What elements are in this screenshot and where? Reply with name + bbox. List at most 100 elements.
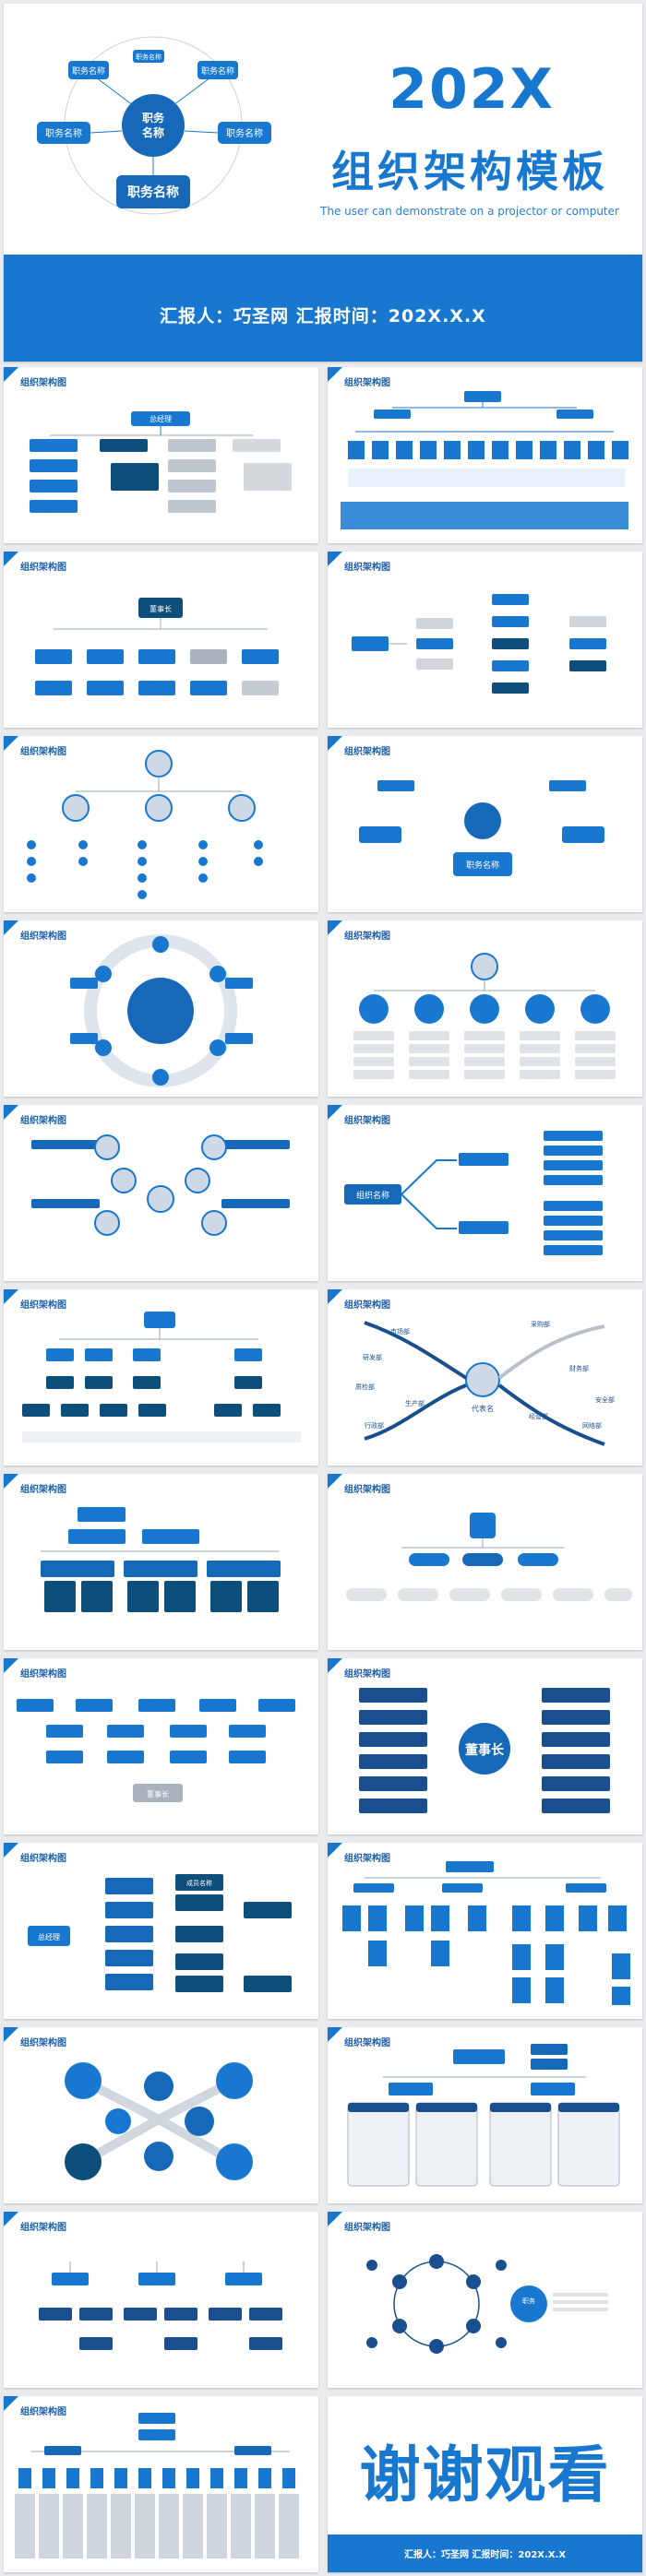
slide-12-diagram: 代表名 市场部 研发部 质检部 行政部 生产部 安全部 采购部 财务部 经营部 …: [355, 1320, 615, 1446]
corner-mark: [4, 920, 18, 935]
slide-18[interactable]: 组织架构图: [328, 1843, 642, 2019]
slide-08-diagram: [353, 953, 616, 1079]
corner-mark: [328, 1658, 342, 1673]
slide-17-diagram: 总经理 成员名称: [28, 1874, 292, 1992]
slide-title: 组织架构图: [344, 1485, 390, 1495]
slide-01[interactable]: 组织架构图 总经理: [4, 367, 318, 543]
node-job-name: 职务名称: [466, 860, 499, 871]
corner-mark: [328, 1843, 342, 1858]
slide-08[interactable]: 组织架构图: [328, 920, 642, 1097]
slide-04[interactable]: 组织架构图: [328, 552, 642, 728]
cover-reporter-line: 汇报人：巧圣网 汇报时间：202X.X.X: [160, 306, 486, 326]
slide-18-diagram: [342, 1861, 630, 2005]
slide-22-diagram: 职务: [366, 2254, 608, 2354]
cover-center-label-1: 职务: [142, 111, 165, 125]
slide-21-diagram: [39, 2261, 282, 2350]
corner-mark: [4, 1289, 18, 1304]
slide-06[interactable]: 组织架构图 职务名称: [328, 736, 642, 912]
slide-10-diagram: 组织名称: [344, 1131, 603, 1255]
slide-23-diagram: [15, 2413, 299, 2558]
branch-3: 质检部: [355, 1383, 375, 1391]
slide-06-diagram: 职务名称: [359, 780, 604, 876]
slide-title: 组织架构图: [20, 2038, 66, 2048]
cover-band: 汇报人：巧圣网 汇报时间：202X.X.X: [4, 255, 642, 362]
slide-15-diagram: 董事长: [17, 1699, 295, 1802]
branch-4: 行政部: [365, 1421, 384, 1430]
slide-14[interactable]: 组织架构图: [328, 1474, 642, 1650]
center-chairman: 董事长: [465, 1742, 505, 1758]
slide-title: 组织架构图: [344, 1300, 390, 1311]
node-chairman-bottom: 董事长: [147, 1789, 169, 1798]
corner-mark: [328, 1105, 342, 1120]
corner-mark: [4, 367, 18, 382]
slide-13[interactable]: 组织架构图: [4, 1474, 318, 1650]
slide-22[interactable]: 组织架构图 职务: [328, 2212, 642, 2388]
slide-title: 组织架构图: [20, 1669, 66, 1680]
slide-13-diagram: [41, 1507, 281, 1612]
slide-21[interactable]: 组织架构图: [4, 2212, 318, 2388]
slide-04-diagram: [352, 594, 606, 694]
branch-7: 采购部: [531, 1320, 550, 1328]
slide-15[interactable]: 组织架构图 董事长: [4, 1658, 318, 1834]
cover-title: 202X: [389, 57, 555, 122]
thanks-footer-bar: 汇报人：巧圣网 汇报时间：202X.X.X: [328, 2534, 642, 2572]
cover-slide[interactable]: 职务 名称 职务名称 职务名称 职务名称 职务名称 职务名称 职务名称 202X…: [4, 4, 642, 362]
slide-title: 组织架构图: [344, 932, 390, 942]
corner-mark: [4, 1474, 18, 1489]
cover-node-1: 职务名称: [72, 65, 105, 77]
slide-12[interactable]: 组织架构图 代表名 市场部 研发部 质检部 行政部 生产部 安全部 采购部 财务…: [328, 1289, 642, 1466]
slide-09[interactable]: 组织架构图: [4, 1105, 318, 1281]
node-representative: 代表名: [472, 1404, 494, 1413]
corner-mark: [4, 1658, 18, 1673]
slide-title: 组织架构图: [20, 378, 66, 388]
slide-11[interactable]: 组织架构图: [4, 1289, 318, 1466]
slide-title: 组织架构图: [20, 747, 66, 757]
slide-20[interactable]: 组织架构图: [328, 2027, 642, 2203]
slide-title: 组织架构图: [344, 563, 390, 573]
corner-mark: [4, 552, 18, 566]
slide-03[interactable]: 组织架构图 董事长: [4, 552, 318, 728]
cover-center-label-2: 名称: [142, 125, 164, 139]
cover-center-node: [122, 94, 185, 157]
slide-19-diagram: [65, 2062, 253, 2180]
corner-mark: [328, 2027, 342, 2042]
corner-mark: [328, 1474, 342, 1489]
slide-02[interactable]: 组织架构图: [328, 367, 642, 543]
slide-16[interactable]: 组织架构图 董事长: [328, 1658, 642, 1834]
cover-node-5: 职务名称: [226, 127, 263, 139]
corner-mark: [328, 920, 342, 935]
slide-16-diagram: 董事长: [359, 1688, 610, 1813]
slide-title: 组织架构图: [344, 1669, 390, 1680]
branch-9: 经营部: [529, 1412, 548, 1420]
slide-05-diagram: [27, 750, 263, 899]
node-org-name: 组织名称: [356, 1190, 389, 1201]
node-chairman: 董事长: [150, 604, 172, 613]
thanks-title: 谢谢观看: [359, 2439, 611, 2511]
corner-mark: [4, 1843, 18, 1858]
branch-10: 网络部: [582, 1421, 602, 1430]
slide-07[interactable]: 组织架构图: [4, 920, 318, 1097]
slide-02-diagram: [341, 391, 628, 529]
node-position-short: 职务: [522, 2297, 535, 2305]
branch-6: 安全部: [595, 1395, 615, 1404]
cover-org-diagram: 职务 名称 职务名称 职务名称 职务名称 职务名称 职务名称 职务名称: [37, 36, 271, 215]
slide-17[interactable]: 组织架构图 总经理 成员名称: [4, 1843, 318, 2019]
slide-23[interactable]: 组织架构图: [4, 2396, 318, 2572]
corner-mark: [328, 736, 342, 751]
slide-title: 组织架构图: [344, 2038, 390, 2048]
branch-2: 研发部: [363, 1353, 382, 1361]
slide-title: 组织架构图: [20, 563, 66, 573]
slide-10[interactable]: 组织架构图 组织名称: [328, 1105, 642, 1281]
slide-11-diagram: [22, 1312, 301, 1442]
thanks-slide[interactable]: 谢谢观看 汇报人：巧圣网 汇报时间：202X.X.X: [328, 2396, 642, 2572]
slide-title: 组织架构图: [20, 1300, 66, 1311]
slide-05[interactable]: 组织架构图: [4, 736, 318, 912]
cover-node-3: 职务名称: [201, 65, 234, 77]
slide-title: 组织架构图: [20, 1116, 66, 1126]
slide-03-diagram: 董事长: [35, 598, 279, 695]
corner-mark: [4, 736, 18, 751]
slide-title: 组织架构图: [344, 1116, 390, 1126]
cover-node-2: 职务名称: [136, 53, 162, 61]
slide-19[interactable]: 组织架构图: [4, 2027, 318, 2203]
slide-01-diagram: 总经理: [30, 411, 292, 513]
